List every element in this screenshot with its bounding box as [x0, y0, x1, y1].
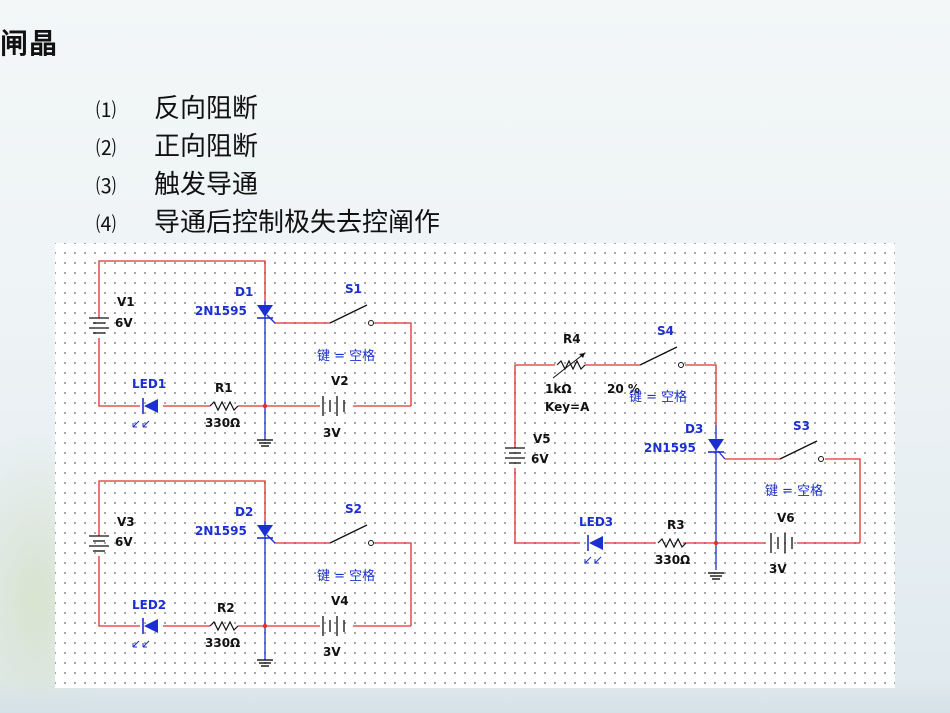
circuit-1-led [132, 398, 158, 428]
circuit-3-gate-battery [770, 533, 793, 553]
d3-model: 2N1595 [644, 441, 696, 455]
circuit-3-led [584, 535, 603, 564]
list-item: ⑵正向阻断 [96, 132, 259, 162]
list-item: ⑶触发导通 [96, 170, 259, 200]
circuit-1-switch [329, 304, 374, 326]
v3-value: 6V [115, 535, 133, 549]
junction-dot [262, 623, 268, 629]
circuit-1-battery-v1 [89, 317, 109, 334]
circuit-3-switch-s3 [779, 440, 824, 462]
circuit-3-ground [707, 572, 725, 580]
circuit-1-gate-battery [322, 396, 345, 416]
circuit-canvas: V1 6V D1 2N1595 S1 键 = 空格 LED1 R1 330Ω V… [55, 243, 895, 688]
circuit-2-battery-v3 [89, 535, 109, 552]
circuit-2-ground [256, 659, 274, 667]
d1-model: 2N1595 [195, 304, 247, 318]
d1-label: D1 [235, 285, 253, 299]
s4-key: 键 = 空格 [629, 389, 687, 405]
circuit-1-thyristor [257, 301, 276, 440]
circuit-2-wires [98, 480, 412, 627]
r2-label: R2 [217, 601, 235, 615]
circuit-3-switch-s4 [639, 346, 684, 368]
v3-label: V3 [117, 515, 135, 529]
circuit-2: V3 6V D2 2N1595 S2 键 = 空格 LED2 R2 330Ω V… [89, 480, 412, 667]
circuit-1: V1 6V D1 2N1595 S1 键 = 空格 LED1 R1 330Ω V… [89, 260, 412, 447]
led1-label: LED1 [132, 377, 166, 391]
r3-value: 330Ω [655, 553, 690, 567]
v2-value: 3V [323, 426, 341, 440]
r1-value: 330Ω [205, 416, 240, 430]
circuit-3-thyristor [708, 425, 726, 570]
r2-value: 330Ω [205, 636, 240, 650]
circuit-3-potentiometer [552, 352, 586, 379]
s2-key: 键 = 空格 [317, 568, 375, 584]
s3-key: 键 = 空格 [765, 483, 823, 499]
circuit-2-thyristor [257, 521, 276, 660]
r4-key: Key=A [545, 400, 590, 414]
v6-value: 3V [769, 562, 787, 576]
r1-label: R1 [215, 381, 233, 395]
circuit-1-wires [98, 260, 412, 407]
v5-value: 6V [531, 452, 549, 466]
s2-label: S2 [345, 502, 362, 516]
v1-label: V1 [117, 295, 135, 309]
junction-dot [262, 403, 268, 409]
state-list: ⑴反向阻断 ⑵正向阻断 ⑶触发导通 ⑷导通后控制极失去控阐作 [96, 90, 440, 242]
circuit-3-wires [514, 364, 861, 544]
junction-dot [713, 540, 719, 546]
circuit-3: R4 1kΩ Key=A 20 % S4 键 = 空格 V5 6V D3 2N1… [505, 324, 861, 580]
led2-label: LED2 [132, 598, 166, 612]
circuit-1-ground [256, 439, 274, 447]
circuit-1-resistor [209, 401, 239, 411]
led3-label: LED3 [579, 515, 613, 529]
s1-label: S1 [345, 282, 362, 296]
s4-label: S4 [657, 324, 674, 338]
circuit-2-resistor [209, 621, 239, 631]
r3-label: R3 [667, 518, 685, 532]
circuit-2-switch [329, 524, 374, 546]
v2-label: V2 [331, 374, 349, 388]
v1-value: 6V [115, 316, 133, 330]
r4-label: R4 [563, 332, 581, 346]
circuit-diagram: V1 6V D1 2N1595 S1 键 = 空格 LED1 R1 330Ω V… [89, 260, 861, 667]
s3-label: S3 [793, 419, 810, 433]
circuit-2-led [132, 618, 158, 648]
s1-key: 键 = 空格 [317, 348, 375, 364]
v4-value: 3V [323, 645, 341, 659]
list-item: ⑴反向阻断 [96, 94, 259, 124]
circuit-3-resistor [657, 538, 687, 548]
circuit-3-battery-v5 [505, 447, 525, 464]
d2-model: 2N1595 [195, 524, 247, 538]
circuit-2-gate-battery [322, 616, 345, 636]
r4-percent: 20 % [607, 382, 640, 396]
v6-label: V6 [777, 511, 795, 525]
d3-label: D3 [685, 422, 703, 436]
list-item: ⑷导通后控制极失去控阐作 [96, 208, 441, 238]
r4-value: 1kΩ [545, 382, 572, 396]
slide-title: 闸晶 [0, 27, 59, 60]
v5-label: V5 [533, 432, 551, 446]
d2-label: D2 [235, 505, 253, 519]
v4-label: V4 [331, 594, 349, 608]
